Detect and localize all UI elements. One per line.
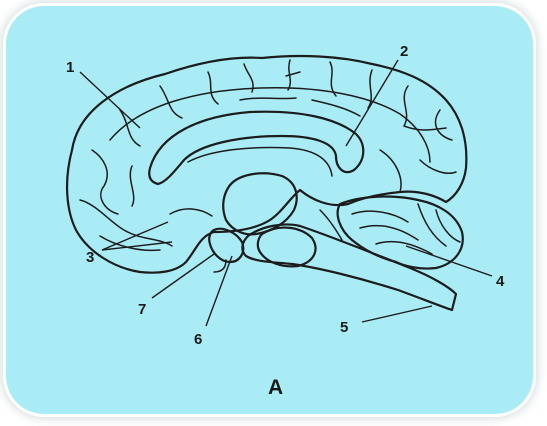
label-3: 3 bbox=[86, 249, 94, 266]
sulcus-j bbox=[92, 150, 118, 214]
sulcus-g bbox=[368, 70, 372, 108]
sulcus-c bbox=[208, 72, 218, 104]
label-5: 5 bbox=[340, 319, 348, 336]
sulcus-p bbox=[170, 209, 212, 216]
sulcus-f bbox=[330, 62, 336, 96]
sulcus-o bbox=[420, 160, 456, 173]
sulcus-n bbox=[380, 150, 401, 192]
label-6: 6 bbox=[194, 331, 202, 348]
cerebellum bbox=[338, 197, 463, 269]
figure-caption: A bbox=[268, 376, 283, 399]
label-7: 7 bbox=[138, 301, 146, 318]
sulcus-e bbox=[286, 60, 300, 90]
hypothalamus bbox=[209, 229, 243, 262]
leader-6 bbox=[206, 256, 232, 326]
leader-7 bbox=[152, 254, 214, 298]
label-4: 4 bbox=[496, 273, 505, 290]
leader-5 bbox=[362, 306, 432, 322]
fornix bbox=[188, 148, 332, 176]
sulcus-i bbox=[436, 110, 452, 140]
label-1: 1 bbox=[66, 59, 74, 76]
leader-1 bbox=[80, 72, 140, 128]
sulcus-l bbox=[130, 166, 133, 206]
label-2: 2 bbox=[400, 43, 408, 60]
leader-2 bbox=[346, 60, 398, 146]
